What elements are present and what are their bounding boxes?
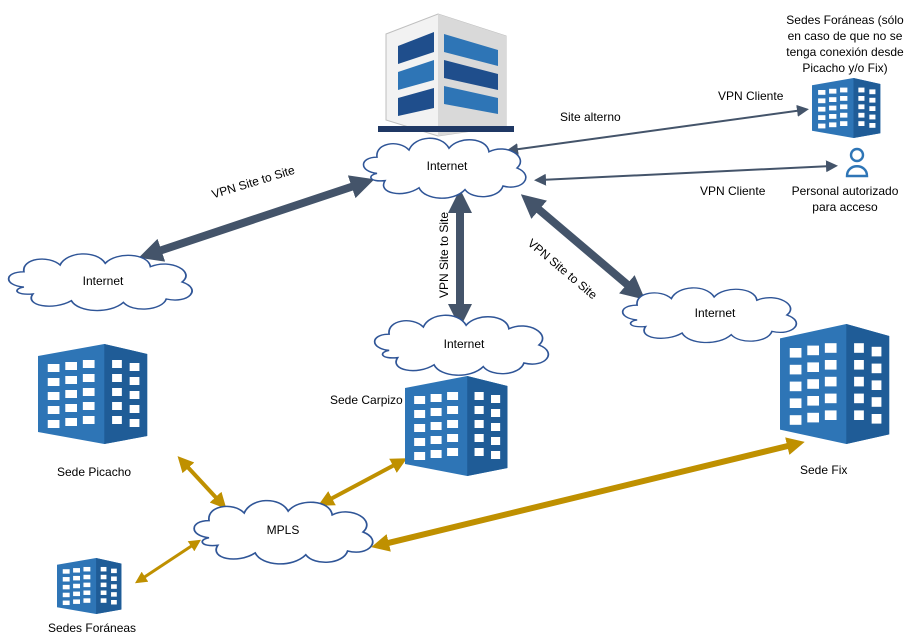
site-alterno-link	[506, 104, 809, 156]
sedes-foraneas-top-label: Sedes Foráneas (sólo en caso de que no s…	[786, 12, 903, 76]
personal-line: para acceso	[812, 200, 878, 214]
vpn-cliente-link	[534, 160, 838, 186]
sede-fix-label: Sede Fix	[800, 463, 848, 477]
sedes-foraneas-top-line: en caso de que no se	[787, 29, 903, 43]
personal-line: Personal autorizado	[791, 184, 899, 198]
internet-center-label: Internet	[443, 337, 485, 351]
building-icon-carpizo	[405, 376, 508, 476]
building-icon-picacho	[38, 344, 148, 444]
vpn-cliente-bottom-label: VPN Cliente	[700, 184, 766, 198]
sedes-foraneas-top-line: Sedes Foráneas (sólo	[786, 13, 904, 27]
building-icon-fix	[780, 324, 890, 444]
sedes-foraneas-bottom-label: Sedes Foráneas	[48, 621, 137, 635]
person-icon	[845, 147, 869, 178]
site-alterno-label: Site alterno	[560, 110, 621, 124]
vpn-s2s-center-label: VPN Site to Site	[437, 211, 451, 298]
personal-autorizado-label: Personal autorizado para acceso	[792, 183, 899, 215]
vpn-link-right	[520, 194, 646, 300]
building-icon-foraneas-top	[812, 78, 881, 138]
mpls-label: MPLS	[266, 523, 300, 537]
mpls-link-carpizo	[317, 458, 408, 506]
office-building-icon	[378, 13, 514, 137]
mpls-link-foraneas	[134, 539, 202, 584]
vpn-cliente-top-label: VPN Cliente	[718, 89, 784, 103]
sedes-foraneas-top-line: tenga conexión desde	[786, 45, 904, 59]
sede-picacho-label: Sede Picacho	[57, 465, 132, 479]
mpls-link-picacho	[177, 456, 227, 509]
vpn-link-left	[138, 175, 375, 262]
sedes-foraneas-top-line: Picacho y/o Fix)	[802, 61, 888, 75]
sede-carpizo-label: Sede Carpizo	[330, 393, 403, 407]
internet-left-label: Internet	[82, 274, 124, 288]
building-icon-foraneas-bottom	[57, 558, 122, 614]
mpls-link-fix	[371, 437, 805, 552]
internet-right-label: Internet	[694, 306, 736, 320]
internet-top-label: Internet	[426, 159, 468, 173]
